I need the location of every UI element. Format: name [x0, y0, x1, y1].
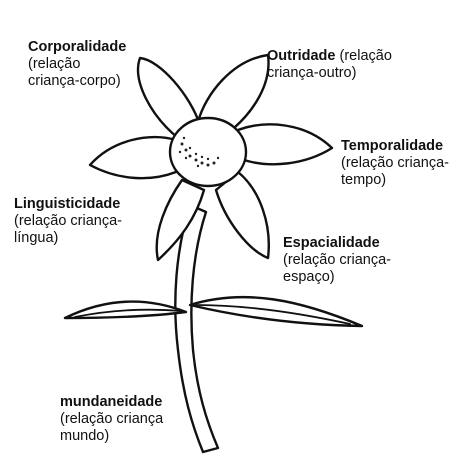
right-leaf-vein: [195, 304, 351, 325]
label-outridade-rest: (relação: [335, 48, 392, 64]
label-outridade-line1: Outridade (relação: [267, 48, 392, 65]
label-linguisticidade-line2: língua): [14, 230, 59, 246]
label-corporalidade-line1: (relação: [28, 56, 81, 72]
left-leaf-vein: [74, 308, 183, 318]
petal-right: [236, 123, 334, 166]
label-espacialidade-line2: espaço): [283, 269, 335, 285]
label-temporalidade: Temporalidade (relação criança- tempo): [341, 138, 449, 189]
label-outridade: Outridade (relação criança-outro): [267, 48, 392, 82]
label-espacialidade-line1: (relação criança-: [283, 252, 391, 268]
label-corporalidade-line2: criança-corpo): [28, 73, 121, 89]
label-espacialidade-name: Espacialidade: [283, 235, 380, 251]
label-mundaneidade: mundaneidade (relação criança mundo): [60, 394, 163, 445]
petal-top-right: [196, 53, 270, 130]
label-temporalidade-line1: (relação criança-: [341, 155, 449, 171]
label-temporalidade-name: Temporalidade: [341, 138, 444, 154]
label-outridade-line2: criança-outro): [267, 65, 357, 81]
label-mundaneidade-name: mundaneidade: [60, 394, 163, 410]
flower-stem: [174, 203, 220, 454]
flower-center: [168, 116, 248, 188]
label-mundaneidade-line1: (relação criança: [60, 411, 164, 427]
label-temporalidade-line2: tempo): [341, 172, 387, 188]
label-corporalidade: Corporalidade (relação criança-corpo): [28, 39, 126, 90]
petal-top-left: [136, 56, 202, 140]
label-linguisticidade: Linguisticidade (relação criança- língua…: [14, 196, 122, 247]
label-linguisticidade-name: Linguisticidade: [14, 196, 121, 212]
label-corporalidade-name: Corporalidade: [28, 39, 127, 55]
petal-left: [88, 135, 178, 180]
label-linguisticidade-line1: (relação criança-: [14, 213, 122, 229]
label-espacialidade: Espacialidade (relação criança- espaço): [283, 235, 391, 286]
petal-bottom-right: [214, 170, 270, 260]
label-outridade-name: Outridade: [267, 48, 336, 64]
petal-bottom: [155, 178, 206, 262]
label-mundaneidade-line2: mundo): [60, 428, 110, 444]
